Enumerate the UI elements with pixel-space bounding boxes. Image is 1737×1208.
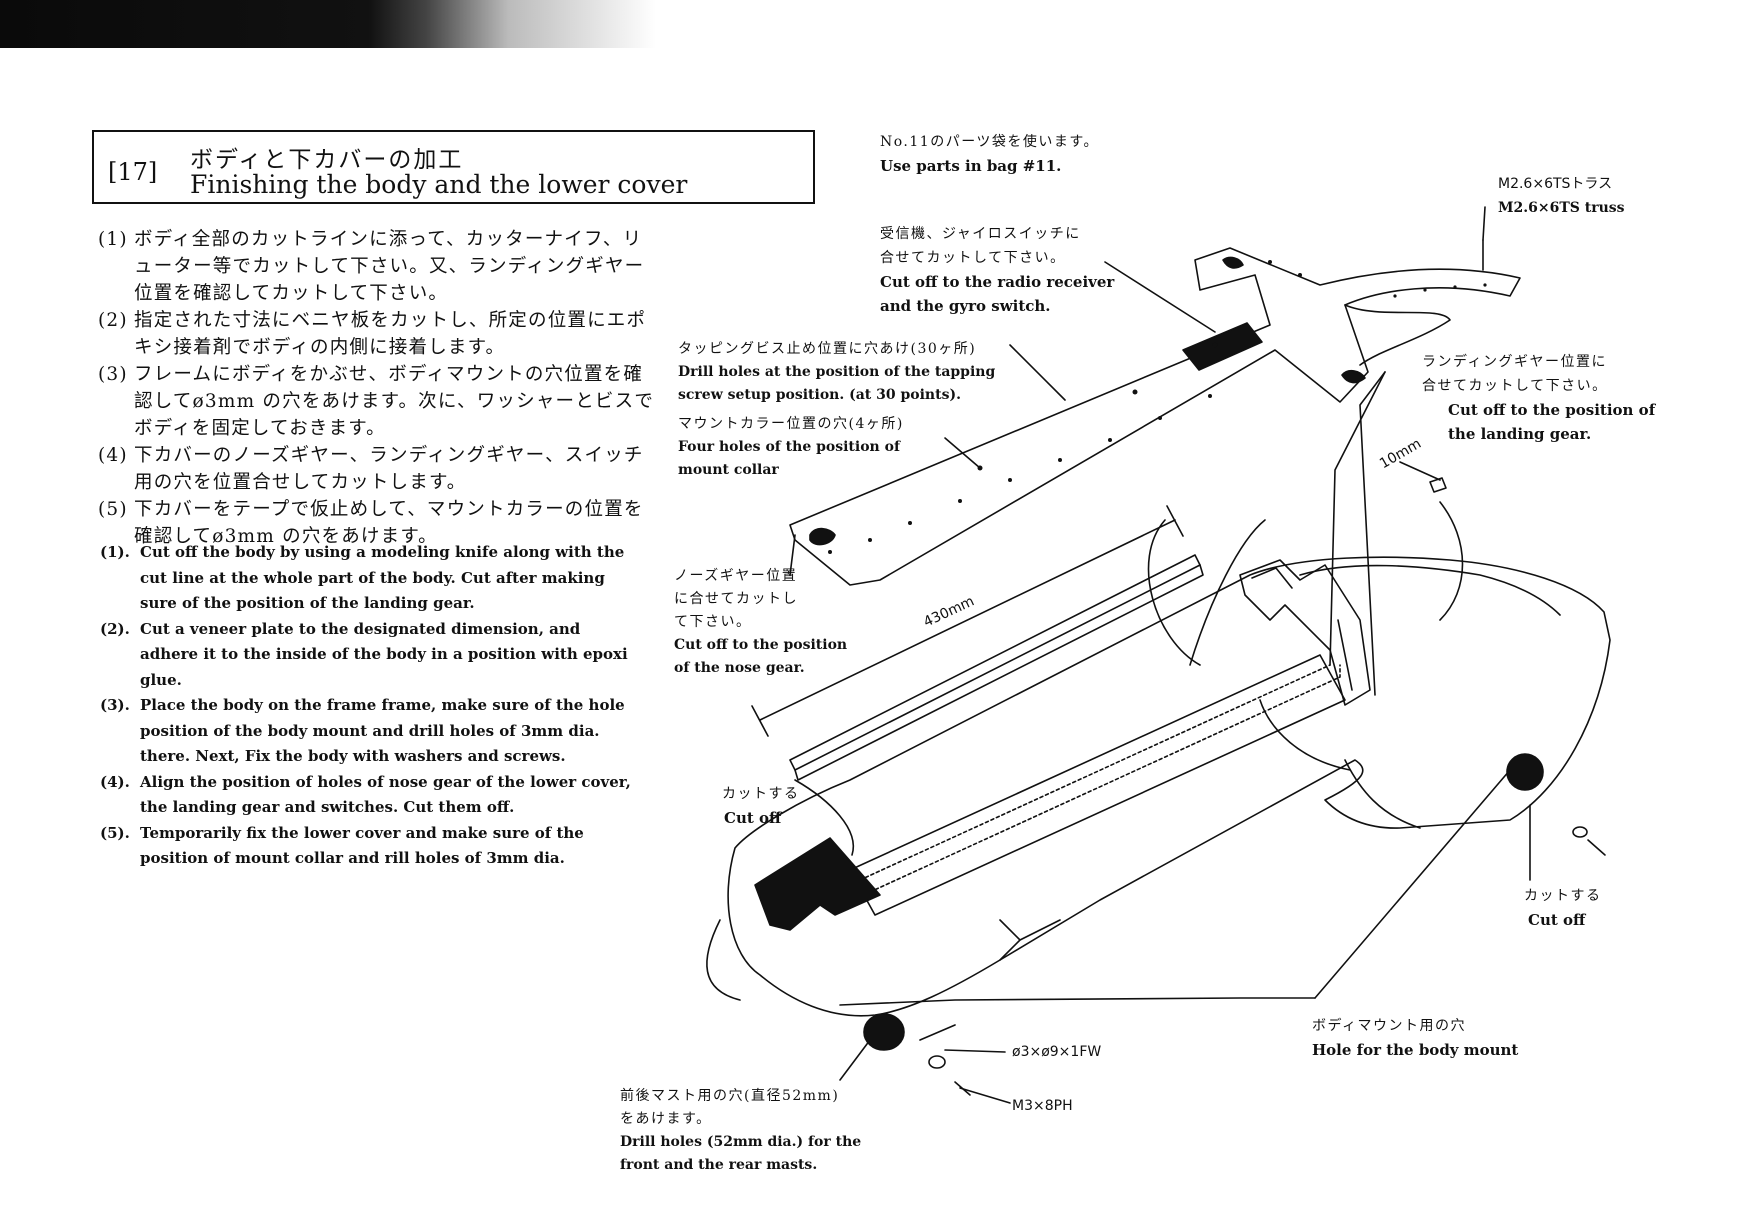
step-header: [17] ボディと下カバーの加工 Finishing the body and …	[92, 130, 815, 204]
title-english: Finishing the body and the lower cover	[190, 170, 688, 199]
nose-gear-arrow	[1147, 519, 1201, 666]
washer-right	[1572, 826, 1588, 838]
nose-gear-arrow-2	[1189, 519, 1266, 666]
callout-nose-gear: ノーズギヤー位置 に合せてカットし て下さい。 Cut off to the p…	[674, 568, 848, 676]
body-cutout-frame	[1239, 559, 1371, 706]
body-shell-outline	[727, 556, 1611, 1017]
mast-hole-front	[863, 1013, 905, 1051]
label-washer: ø3×ø9×1FW	[1012, 1044, 1102, 1060]
lower-cover-tail-fin	[1344, 304, 1451, 366]
leader-landing-gear-a	[1359, 371, 1386, 696]
instruction-ja-4: (4)下カバーのノーズギヤー、ランディングギヤー、スイッチ用の穴を位置合せしてカ…	[98, 445, 644, 493]
instruction-ja-1: (1)ボディ全部のカットラインに添って、カッターナイフ、リューター等でカットして…	[98, 229, 645, 304]
mast-hole-right	[1506, 753, 1544, 791]
leader-mast	[839, 1024, 956, 1081]
callout-radio-receiver: 受信機、ジャイロスイッチに 合せてカットして下さい。 Cut off to th…	[880, 226, 1115, 315]
callout-body-mount: ボディマウント用の穴 Hole for the body mount	[1312, 1018, 1519, 1059]
instruction-en-4: (4).Align the position of holes of nose …	[100, 772, 631, 817]
scan-edge-shadow	[0, 0, 820, 48]
instruction-en-5: (5).Temporarily fix the lower cover and …	[100, 823, 584, 868]
instruction-en-3: (3).Place the body on the frame frame, m…	[100, 696, 625, 765]
mount-collar-part	[1429, 477, 1447, 493]
leader-radio-receiver	[1104, 261, 1216, 333]
label-screw: M3×8PH	[1012, 1098, 1073, 1114]
callout-mount-collar: マウントカラー位置の穴(4ヶ所) Four holes of the posit…	[678, 416, 904, 478]
step-number: [17]	[108, 158, 158, 186]
leader-mount-collar	[944, 437, 981, 469]
veneer-plate-edge	[794, 564, 1204, 781]
callout-mast-holes: 前後マスト用の穴(直径52mm) をあけます。 Drill holes (52m…	[620, 1088, 862, 1173]
leader-body-mount-b	[839, 997, 1316, 1006]
instruction-en-1: (1).Cut off the body by using a modeling…	[100, 543, 625, 612]
landing-gear-cutout-a	[1222, 256, 1244, 269]
body-wing-root	[999, 919, 1061, 961]
instructions-english: (1).Cut off the body by using a modeling…	[100, 540, 640, 872]
title-japanese: ボディと下カバーの加工	[190, 147, 464, 173]
body-lower-fin	[1344, 759, 1421, 829]
screw-front	[954, 1081, 971, 1096]
callout-cut-off-left: カットする Cut off	[722, 786, 800, 827]
nose-cutout-fill	[754, 837, 881, 931]
leader-truss-screw	[1482, 206, 1486, 241]
landing-gear-arrow	[1439, 501, 1464, 621]
instructions-japanese: (1)ボディ全部のカットラインに添って、カッターナイフ、リューター等でカットして…	[98, 226, 658, 550]
leader-body-mount	[1314, 769, 1511, 999]
instruction-en-2: (2).Cut a veneer plate to the designated…	[100, 619, 628, 689]
leader-tapping-screw	[1009, 344, 1066, 401]
body-cutout-inner	[1251, 567, 1353, 691]
dim-430-ext	[751, 505, 1184, 737]
leader-washer	[944, 1049, 1006, 1053]
washer-front	[928, 1055, 946, 1069]
dim-430-line	[759, 519, 1176, 721]
leader-landing-gear-b	[1329, 371, 1386, 666]
instruction-ja-2: (2)指定された寸法にベニヤ板をカットし、所定の位置にエポキシ接着剤でボディの内…	[98, 310, 647, 358]
leader-screw	[959, 1087, 1011, 1104]
instruction-ja-5: (5)下カバーをテープで仮止めして、マウントカラーの位置を確認してø3mm の穴…	[98, 499, 644, 547]
leader-cut-off-left	[794, 779, 855, 856]
body-top-dashed-strip	[859, 664, 1341, 893]
landing-gear-cutout-b	[1341, 369, 1366, 384]
callout-truss-screw: M2.6×6TSトラス M2.6×6TS truss	[1498, 176, 1625, 216]
callout-tapping-screw: タッピングビス止め位置に穴あけ(30ヶ所) Drill holes at the…	[678, 341, 996, 403]
callout-parts-bag: No.11のパーツ袋を使います。 Use parts in bag #11.	[880, 134, 1100, 175]
nose-gear-cutout	[809, 527, 836, 546]
body-rim	[1299, 564, 1561, 616]
body-lower-edge	[706, 919, 741, 1001]
body-side-line	[1259, 699, 1351, 771]
callout-landing-gear: ランディングギヤー位置に 合せてカットして下さい。 Cut off to the…	[1422, 354, 1656, 443]
receiver-cutout	[1182, 322, 1263, 371]
instruction-ja-3: (3)フレームにボディをかぶせ、ボディマウントの穴位置を確認してø3mm の穴を…	[98, 364, 655, 439]
body-top-strip	[849, 654, 1346, 916]
callout-cut-off-right: カットする Cut off	[1524, 888, 1602, 929]
leader-nose-gear	[789, 534, 796, 576]
dim-10-line	[1399, 461, 1441, 481]
cover-screw-holes	[828, 260, 1487, 554]
screw-right	[1587, 839, 1606, 856]
